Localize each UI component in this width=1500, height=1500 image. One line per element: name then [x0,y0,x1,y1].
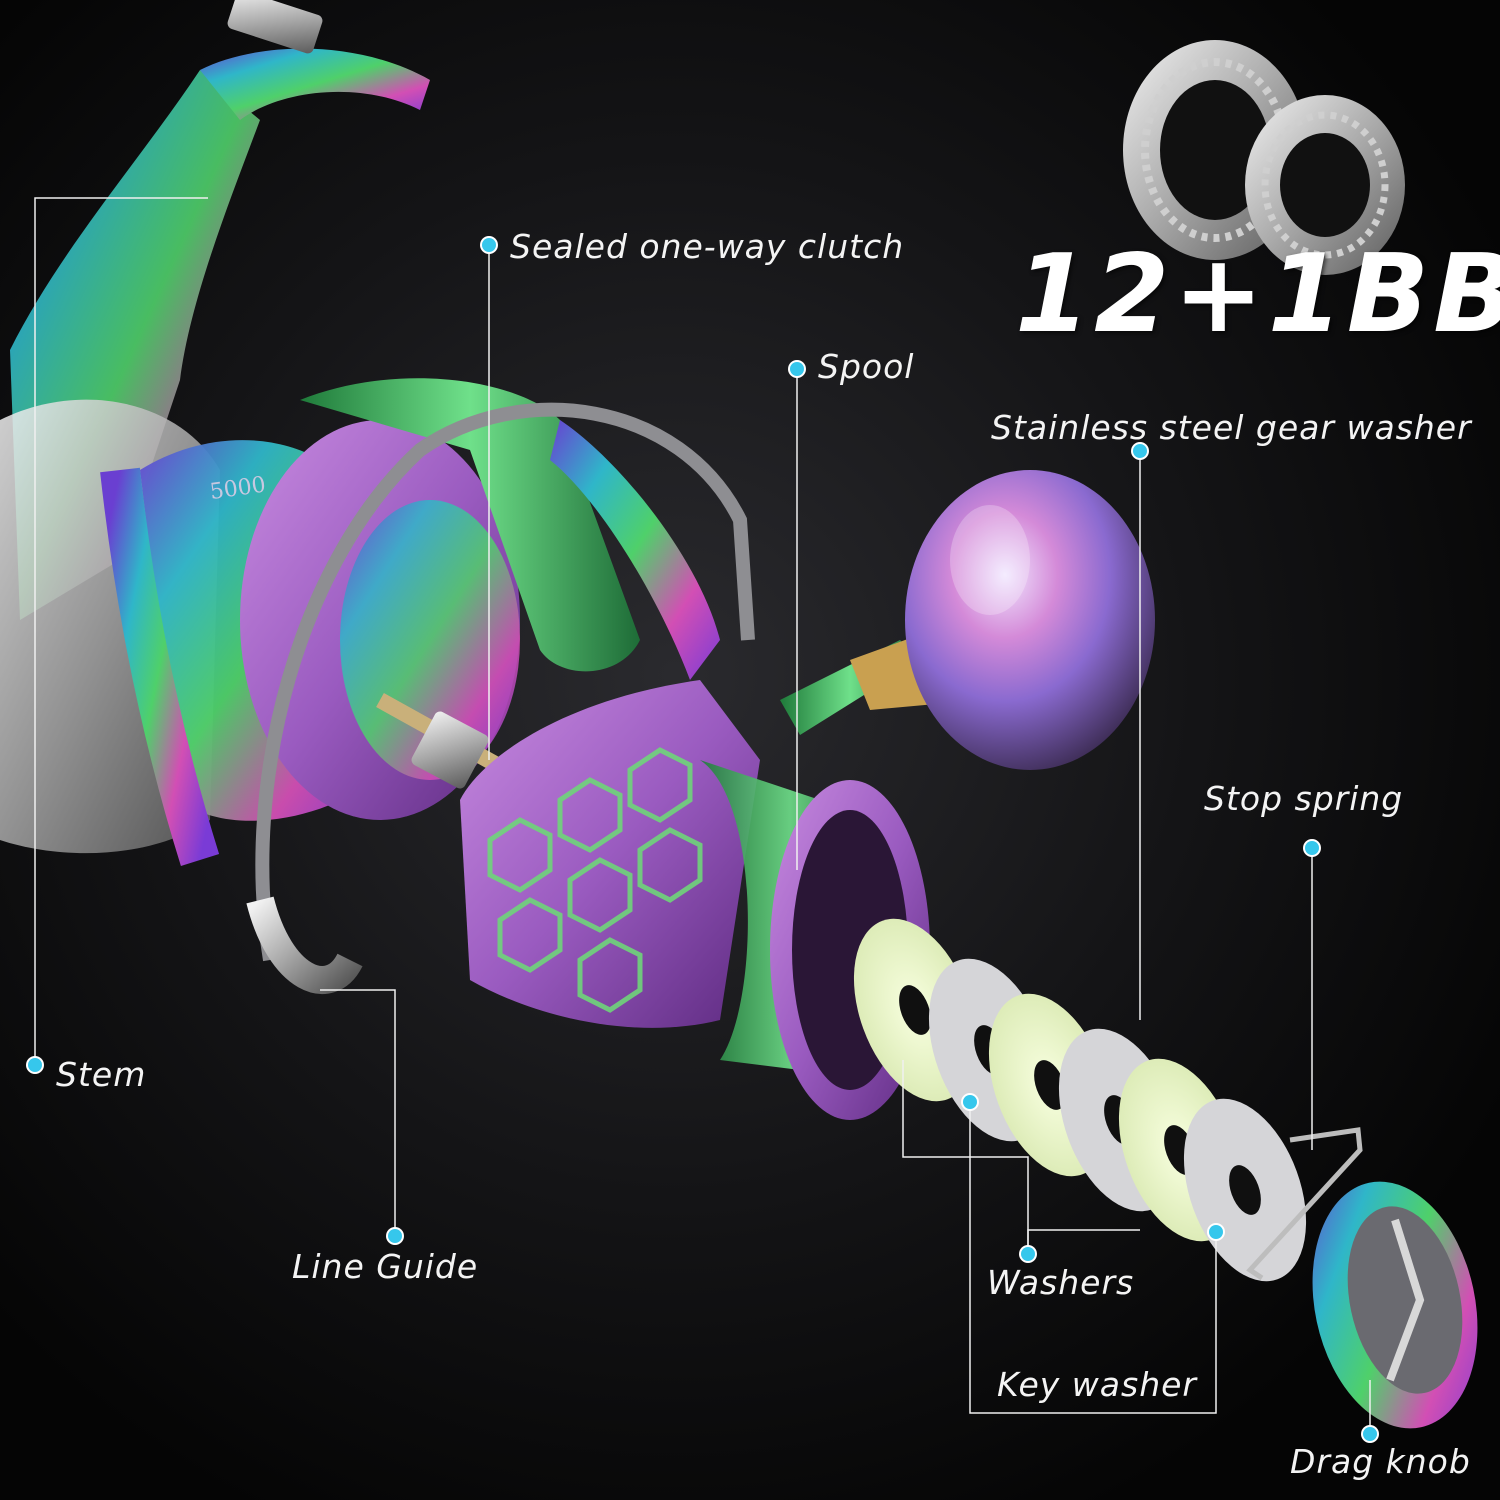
key-washer-dot [1209,1225,1223,1239]
stop-spring-part [1246,1127,1363,1281]
callout-lines [34,197,1371,1434]
clutch-label: Sealed one-way clutch [510,227,905,266]
washer-dot [963,1095,977,1109]
handle-knob [780,470,1155,770]
stem-label: Stem [56,1055,147,1094]
gear-washer-label: Stainless steel gear washer [991,408,1472,447]
one-way-clutch-part [411,711,489,789]
clutch-dot [482,238,496,252]
key-washer-label: Key washer [997,1365,1197,1404]
line-guide-dot [388,1229,402,1243]
spool-dot [790,362,804,376]
washers-dot [1021,1247,1035,1261]
bearings-image [1123,40,1405,275]
bail-wire [255,402,755,962]
stem-dot [28,1058,42,1072]
drag-knob-label: Drag knob [1290,1442,1471,1481]
stop-spring-label: Stop spring [1204,779,1404,818]
spool-part [460,680,930,1120]
line-roller [246,896,363,994]
stop-spring-dot [1305,841,1319,855]
line-guide-label: Line Guide [292,1247,479,1286]
gear-washer-dot [1133,444,1147,458]
drag-knob-part [1312,1181,1478,1429]
drag-knob-dot [1363,1427,1377,1441]
reel-body [0,0,720,866]
bearing-count-badge: 12+1BB [1015,232,1500,357]
spool-label: Spool [818,347,915,386]
washers-label: Washers [987,1263,1135,1302]
washer-stack [853,918,1307,1282]
